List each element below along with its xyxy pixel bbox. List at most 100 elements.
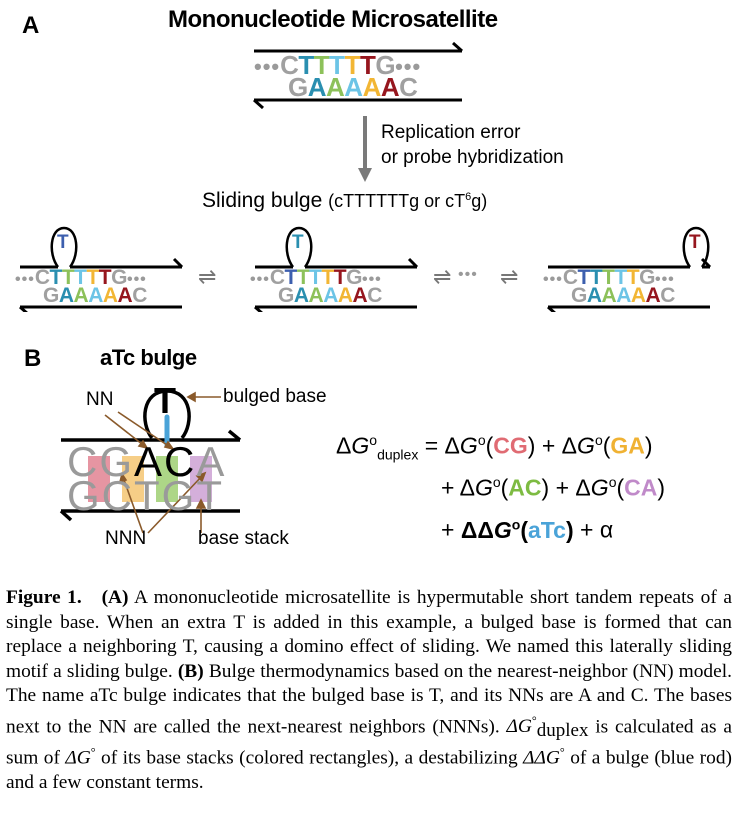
panel-b-label: B (24, 345, 42, 372)
panel-b-title: aTc bulge (100, 345, 197, 370)
state-top-sequence: •••CTTTTTG••• (250, 266, 382, 289)
sliding-bulge-title: Sliding bulge (cTTTTTTg or cT6g) (202, 189, 488, 212)
term-atc: aTc (528, 516, 566, 543)
b-bottom-base-2: T (134, 472, 162, 519)
bulge-state-1: T•••CTTTTTG•••GAAAAAC (10, 222, 210, 312)
nn-arrow-c (117, 411, 174, 450)
b-top-base-0: C (67, 438, 100, 485)
top-base-0: C (269, 266, 285, 289)
equilibrium-arrow-icon: ⇌ (500, 264, 519, 289)
top-base-5: T (98, 266, 112, 289)
term-ca: CA (624, 474, 658, 501)
top-base-4: T (86, 266, 99, 289)
bottom-base-1: A (307, 72, 327, 102)
top-base-4: T (321, 266, 334, 289)
nnn-label: NNN (105, 528, 147, 549)
bottom-base-1: A (293, 284, 309, 307)
b-bottom-sequence: GCTGT (67, 475, 224, 517)
top-base-3: T (329, 50, 345, 80)
nnn-arrow-a (147, 474, 204, 534)
strand-lines (253, 41, 463, 110)
bottom-base-6: C (132, 284, 147, 307)
top-strand-arrowhead (452, 41, 463, 53)
panel-a-label: A (22, 12, 40, 39)
base-stack-cg (88, 456, 110, 502)
b-top-arrowhead (227, 429, 242, 442)
top-base-4: T (344, 50, 361, 80)
panel-a-title: Mononucleotide Microsatellite (168, 6, 498, 33)
ellipsis-between-states: ••• (458, 266, 478, 283)
bulge-state-2: T•••CTTTTTG•••GAAAAAC (245, 222, 445, 312)
bottom-base-2: A (73, 284, 89, 307)
nn-arrow-a (104, 414, 148, 449)
equation-line-2: + ΔGo(AC) + ΔGo(CA) (441, 474, 666, 501)
top-base-1: T (298, 50, 314, 80)
top-base-5: T (359, 50, 376, 80)
ellipsis-right: ••• (395, 54, 422, 79)
top-base-0: C (562, 266, 578, 289)
top-base-6: G (346, 266, 362, 289)
bulge-loop (50, 226, 78, 268)
equilibrium-arrow-icon: ⇌ (433, 264, 452, 289)
bottom-base-2: A (601, 284, 617, 307)
base-stack-label: base stack (198, 528, 289, 549)
bottom-strand-arrowhead (253, 98, 264, 110)
equation-line-1: ΔGoduplex = ΔGo(CG) + ΔGo(GA) (336, 432, 653, 463)
top-base-5: T (333, 266, 347, 289)
bottom-base-3: A (616, 284, 631, 307)
term-ga: GA (610, 432, 645, 459)
bottom-base-6: C (367, 284, 382, 307)
bottom-base-0: G (571, 284, 587, 307)
bulged-base-label: bulged base (223, 386, 327, 407)
caption-a-text: A mononucleotide microsatellite is hyper… (6, 587, 733, 682)
atc-bulge-diagram: T CGACA GCTGT NN bulged base NNN base st… (55, 375, 345, 555)
caption-c-text3: of a bulge (blue rod) and a few constant… (6, 747, 732, 794)
bottom-base-4: A (337, 284, 353, 307)
nnn-arrow-g (122, 476, 144, 534)
top-base-6: G (639, 266, 655, 289)
caption-c-text2: of its base stacks (colored rectangles),… (101, 747, 518, 769)
top-base-3: T (602, 266, 615, 289)
bottom-base-6: C (399, 72, 418, 102)
bottom-base-0: G (288, 72, 308, 102)
bottom-base-2: A (326, 72, 345, 102)
top-base-6: G (375, 50, 396, 80)
top-base-3: T (74, 266, 87, 289)
arrow-label-line2: or probe hybridization (381, 147, 564, 168)
ellipsis-left: ••• (254, 54, 281, 79)
bottom-base-3: A (88, 284, 103, 307)
bottom-base-1: A (58, 284, 74, 307)
arrow-label-line1: Replication error (381, 122, 521, 143)
caption-a-label: (A) (101, 587, 129, 608)
bottom-base-0: G (278, 284, 294, 307)
top-base-1: T (284, 266, 297, 289)
top-base-2: T (313, 50, 330, 80)
down-arrow-icon (358, 116, 372, 182)
b-top-base-3: C (164, 438, 197, 485)
term-ac: AC (508, 474, 542, 501)
nn-label: NN (86, 389, 114, 410)
b-top-base-2: A (134, 438, 165, 485)
top-base-1: T (49, 266, 62, 289)
caption-c-text1: is calculated as a sum of (6, 716, 733, 769)
top-base-6: G (111, 266, 127, 289)
state-lines (547, 226, 712, 312)
top-base-5: T (626, 266, 640, 289)
b-bottom-base-1: C (101, 472, 135, 519)
term-cg: CG (493, 432, 528, 459)
bottom-base-5: A (352, 284, 368, 307)
bottom-base-1: A (586, 284, 602, 307)
bottom-base-5: A (117, 284, 133, 307)
caption-b-label: (B) (177, 660, 204, 682)
top-base-4: T (614, 266, 627, 289)
bottom-base-5: A (380, 72, 400, 102)
state-lines (19, 226, 184, 312)
state-bottom-sequence: GAAAAAC (571, 284, 675, 307)
top-strand-sequence: •••CTTTTTG••• (254, 50, 422, 80)
b-bottom-base-0: G (67, 472, 102, 519)
bottom-base-4: A (630, 284, 646, 307)
figure-label: Figure 1. (6, 587, 82, 608)
caption-b-text: Bulge thermodynamics based on the neares… (6, 660, 732, 738)
bulge-loop (143, 389, 191, 440)
bulge-loop (682, 226, 710, 268)
